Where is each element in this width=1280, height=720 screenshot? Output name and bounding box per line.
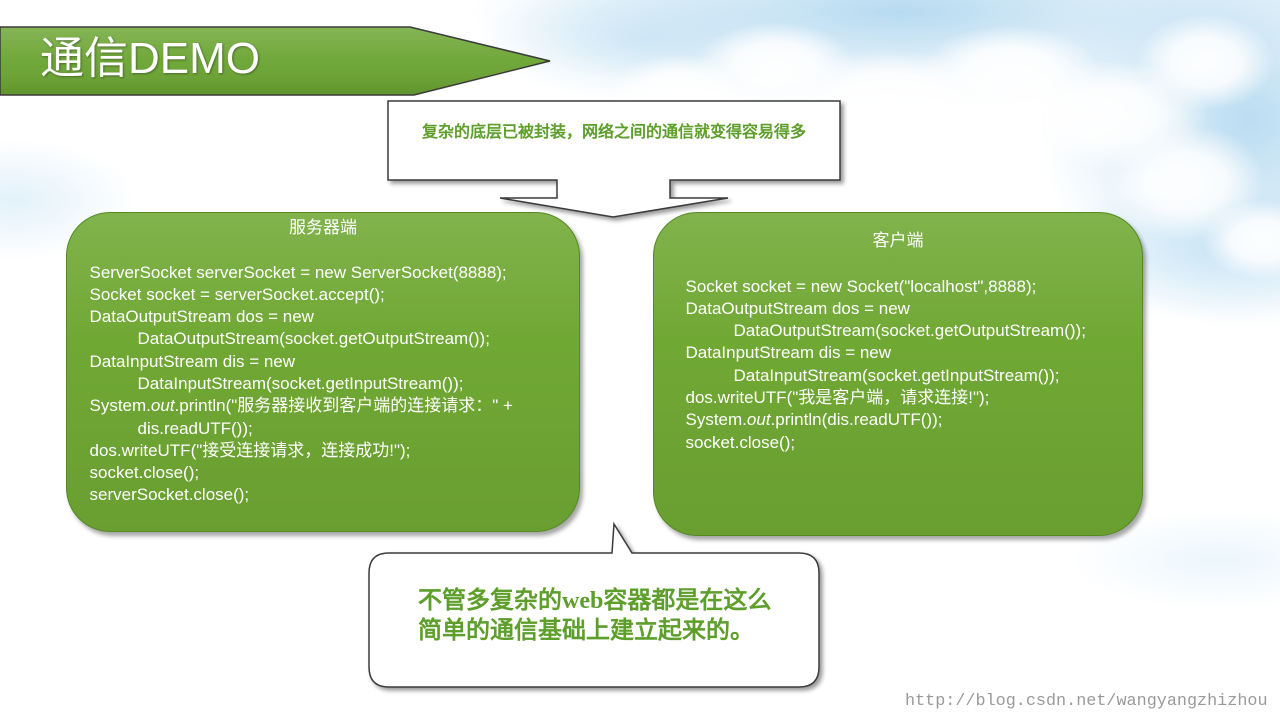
code-line: DataOutputStream dos = new bbox=[89, 307, 314, 327]
code-line: dos.writeUTF("我是客户端，请求连接!"); bbox=[685, 387, 990, 407]
page-title: 通信DEMO bbox=[40, 34, 260, 83]
bottom-callout-line: 不管多复杂的web容器都是在这么 bbox=[418, 588, 772, 614]
code-line: serverSocket.close(); bbox=[89, 485, 250, 505]
code-line: DataOutputStream dos = new bbox=[685, 298, 910, 318]
code-line: dis.readUTF()); bbox=[137, 418, 253, 438]
watermark-url: http://blog.csdn.net/wangyangzhizhou bbox=[905, 692, 1268, 711]
code-line: System.out.println("服务器接收到客户端的连接请求：" + bbox=[90, 395, 513, 417]
code-token: System. bbox=[89, 396, 151, 416]
code-line: System.out.println(dis.readUTF()); bbox=[686, 409, 1086, 431]
code-token-italic: out bbox=[746, 410, 771, 430]
client-panel: 客户端 Socket socket = new Socket("localhos… bbox=[653, 212, 1143, 536]
server-panel: 服务器端 ServerSocket serverSocket = new Ser… bbox=[66, 212, 580, 532]
code-line: DataInputStream(socket.getInputStream())… bbox=[137, 373, 464, 393]
server-code-block: ServerSocket serverSocket = new ServerSo… bbox=[90, 262, 513, 507]
code-line: ServerSocket serverSocket = new ServerSo… bbox=[89, 262, 507, 282]
code-line: Socket socket = serverSocket.accept(); bbox=[89, 284, 385, 304]
code-line: DataOutputStream(socket.getOutputStream(… bbox=[733, 321, 1086, 341]
bottom-callout-text: 不管多复杂的web容器都是在这么 简单的通信基础上建立起来的。 bbox=[418, 586, 771, 646]
bottom-callout-line: 简单的通信基础上建立起来的。 bbox=[418, 618, 754, 644]
code-line: Socket socket = new Socket("localhost",8… bbox=[685, 276, 1037, 296]
code-line: DataInputStream dis = new bbox=[89, 351, 296, 371]
code-token: .println(dis.readUTF()); bbox=[770, 410, 943, 430]
client-panel-title: 客户端 bbox=[872, 230, 924, 250]
code-token: System. bbox=[685, 410, 747, 430]
code-line: DataInputStream dis = new bbox=[685, 343, 892, 363]
code-line: socket.close(); bbox=[89, 463, 200, 483]
top-callout-text: 复杂的底层已被封装，网络之间的通信就变得容易得多 bbox=[421, 124, 806, 141]
code-line: socket.close(); bbox=[685, 432, 796, 452]
code-line: DataInputStream(socket.getInputStream())… bbox=[733, 365, 1060, 385]
server-panel-title: 服务器端 bbox=[289, 217, 357, 237]
code-token-italic: out bbox=[150, 396, 175, 416]
code-line: DataOutputStream(socket.getOutputStream(… bbox=[137, 329, 490, 349]
code-token: .println("服务器接收到客户端的连接请求：" + bbox=[174, 396, 513, 416]
client-code-block: Socket socket = new Socket("localhost",8… bbox=[686, 276, 1086, 454]
code-line: dos.writeUTF("接受连接请求，连接成功!"); bbox=[89, 440, 411, 460]
